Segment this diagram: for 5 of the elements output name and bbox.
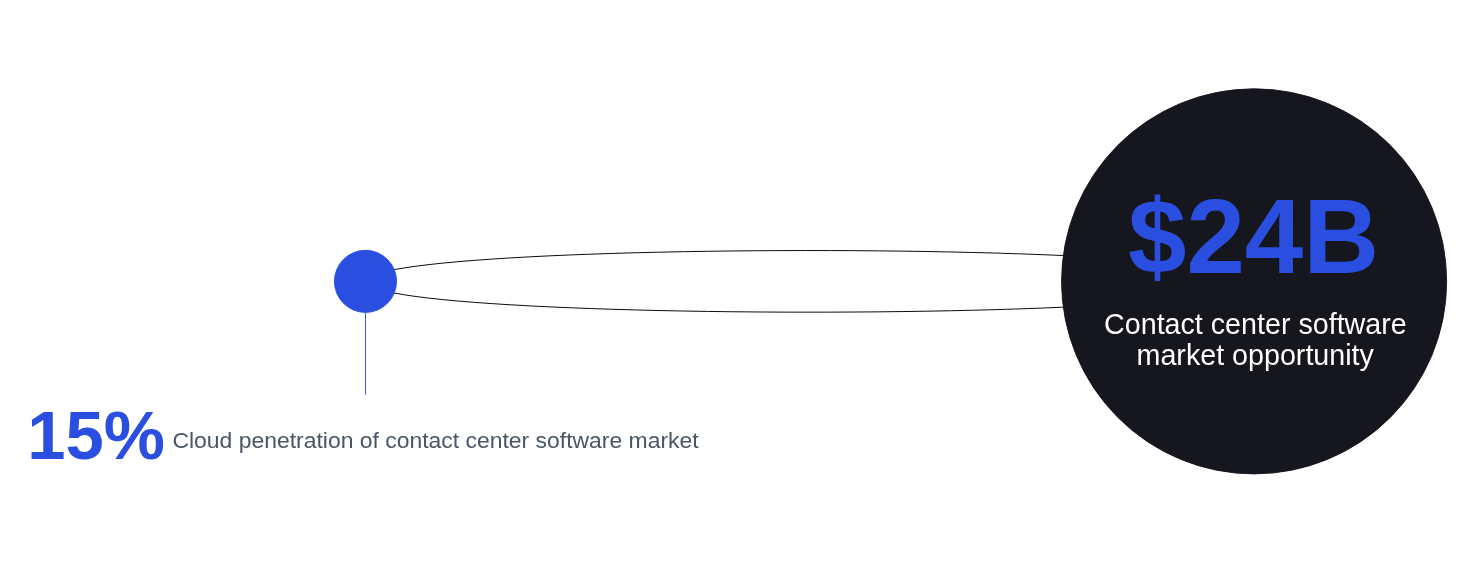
connector xyxy=(365,311,366,395)
node-circle xyxy=(333,249,397,313)
node-circle: $24B Contact center software market opportunity xyxy=(1061,87,1448,474)
connector xyxy=(393,249,1064,270)
connector xyxy=(393,292,1064,313)
